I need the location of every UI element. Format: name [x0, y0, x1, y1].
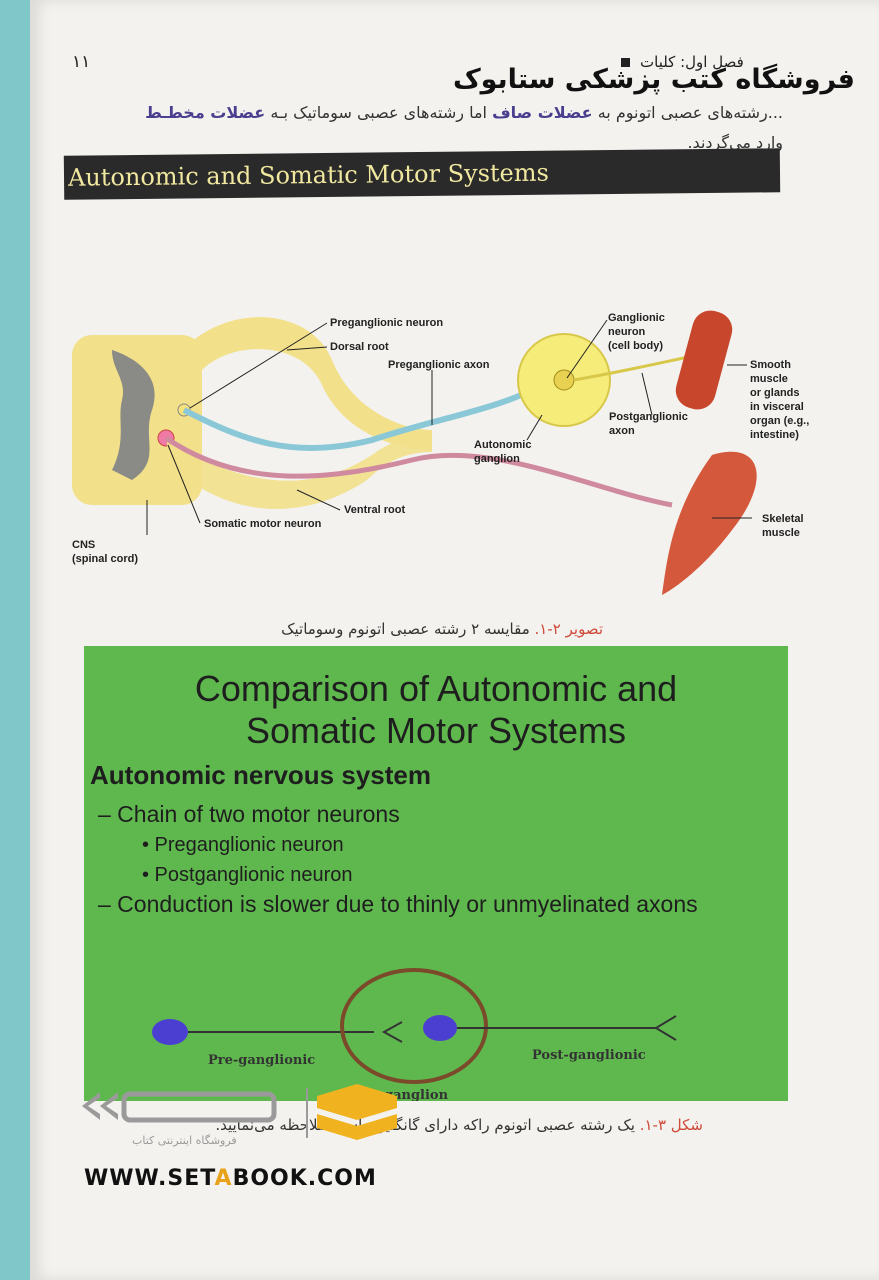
label-cns-2: (spinal cord) [72, 553, 138, 565]
label-skeletal-1: Skeletal [762, 513, 804, 525]
square-bullet-icon [621, 57, 630, 67]
label-ganglionic-3: (cell body) [608, 340, 663, 352]
label-smooth-6: intestine) [750, 429, 799, 441]
body-highlight-2: عضلات مخطـط [145, 103, 266, 122]
preganglionic-soma-icon [152, 1019, 188, 1045]
slide-subtitle: Autonomic nervous system [90, 760, 431, 790]
website-url[interactable]: WWW.SETABOOK.COM [84, 1166, 377, 1191]
leader-autonomic-ganglion [526, 414, 543, 441]
store-watermark: فروشگاه کتب پزشکی ستابوک [452, 64, 855, 95]
gray-matter-shape [112, 350, 155, 480]
leader-ganglionic-neuron [566, 319, 608, 379]
slide-bullet-1a: • Preganglionic neuron [142, 834, 344, 856]
slide-title-line-2: Somatic Motor Systems [245, 710, 627, 751]
slide-title-line-1: Comparison of Autonomic and [194, 668, 678, 709]
leader-ventral-root [296, 489, 341, 511]
slide-bullet-2: – Conduction is slower due to thinly or … [98, 891, 698, 917]
body-paragraph: ...رشته‌های عصبی اتونوم به عضلات صاف اما… [143, 98, 783, 158]
label-somatic-motor-neuron: Somatic motor neuron [204, 518, 322, 530]
chapter-title: فصل اول: کلیات [640, 53, 744, 71]
page-number: ۱۱ [72, 52, 91, 72]
caption-1-text: مقایسه ۲ رشته عصبی اتونوم وسوماتیک [281, 620, 535, 638]
label-ganglionic-1: Ganglionic [608, 312, 665, 324]
section-title-bar: Autonomic and Somatic Motor Systems [63, 148, 781, 200]
ventral-root-shape [167, 435, 432, 509]
body-middle: اما رشته‌های عصبی سوماتیک بـه [270, 103, 487, 122]
preganglionic-axon-line [182, 387, 534, 452]
caption-1-number: تصویر ۲-۱. [534, 620, 603, 638]
body-suffix: وارد می‌گردند. [687, 133, 783, 152]
postganglionic-soma-icon [423, 1015, 457, 1041]
effector-terminal-icon [654, 1015, 677, 1041]
section-title: Autonomic and Somatic Motor Systems [67, 158, 549, 192]
figure-caption-1: تصویر ۲-۱. مقایسه ۲ رشته عصبی اتونوم وسو… [281, 620, 603, 638]
label-smooth-3: or glands [750, 387, 800, 399]
website-part-1: WWW.SET [84, 1166, 215, 1191]
body-highlight-1: عضلات صاف [492, 103, 593, 122]
label-smooth-5: organ (e.g., [750, 415, 809, 427]
label-ganglionic-2: neuron [608, 326, 646, 338]
ganglion-label: ganglion [384, 1088, 449, 1101]
label-autonomic-1: Autonomic [474, 439, 531, 451]
label-autonomic-2: ganglion [474, 453, 520, 465]
body-prefix: ...رشته‌های عصبی اتونوم به [597, 103, 783, 122]
label-preganglionic-neuron: Preganglionic neuron [330, 317, 443, 329]
motor-systems-diagram: Preganglionic neuron Dorsal root Pregang… [72, 290, 812, 610]
label-dorsal-root: Dorsal root [330, 341, 389, 353]
website-part-3: BOOK.COM [232, 1166, 377, 1191]
synapse-terminal-icon [381, 1021, 403, 1043]
dorsal-root-shape [182, 317, 432, 450]
label-skeletal-2: muscle [762, 527, 800, 539]
website-part-2: A [214, 1166, 233, 1191]
logo-wordmark-shape [121, 1091, 277, 1123]
label-smooth-1: Smooth [750, 359, 791, 371]
chapter-header: فصل اول: کلیات [621, 50, 821, 74]
smooth-muscle-shape [675, 310, 733, 410]
comparison-slide: Comparison of Autonomic and Somatic Moto… [84, 646, 788, 1101]
pre-ganglionic-label: Pre-ganglionic [208, 1053, 315, 1068]
leader-somatic-neuron [167, 444, 201, 524]
logo-tagline: فروشگاه اینترنتی کتاب [132, 1134, 237, 1147]
ganglion-circle-icon [340, 968, 488, 1084]
diagram-illustration: Preganglionic neuron Dorsal root Pregang… [72, 310, 809, 595]
logo-book-icon-2 [317, 1114, 397, 1140]
label-smooth-4: in visceral [750, 401, 804, 413]
post-ganglionic-label: Post-ganglionic [532, 1048, 646, 1063]
setabook-logo: فروشگاه اینترنتی کتاب [82, 1084, 397, 1147]
label-postganglionic-2: axon [609, 425, 635, 437]
logo-book-icon [317, 1084, 397, 1120]
slide-bullet-1b: • Postganglionic neuron [142, 864, 353, 886]
slide-title: Comparison of Autonomic and Somatic Moto… [84, 668, 788, 752]
leader-preganglionic-neuron [189, 322, 328, 409]
slide-bullet-1: – Chain of two motor neurons [98, 801, 400, 827]
skeletal-muscle-shape [662, 451, 757, 595]
leader-dorsal-root [286, 346, 328, 351]
leader-postganglionic-axon [641, 372, 653, 416]
label-postganglionic-1: Postganglionic [609, 411, 688, 423]
logo-chevron-icon [82, 1092, 100, 1120]
book-page: ۱۱ فصل اول: کلیات فروشگاه کتب پزشکی ستاب… [30, 0, 879, 1280]
label-ventral-root: Ventral root [344, 504, 405, 516]
label-cns-1: CNS [72, 539, 95, 551]
somatic-axon-line [164, 435, 673, 508]
label-smooth-2: muscle [750, 373, 788, 385]
caption-2-number: شکل ۳-۱. [639, 1116, 703, 1134]
label-preganglionic-axon: Preganglionic axon [388, 359, 490, 371]
ganglion-chain-diagram: Pre-ganglionic Post-ganglionic ganglion [152, 968, 677, 1101]
logo-chevron-icon-2 [100, 1092, 118, 1120]
